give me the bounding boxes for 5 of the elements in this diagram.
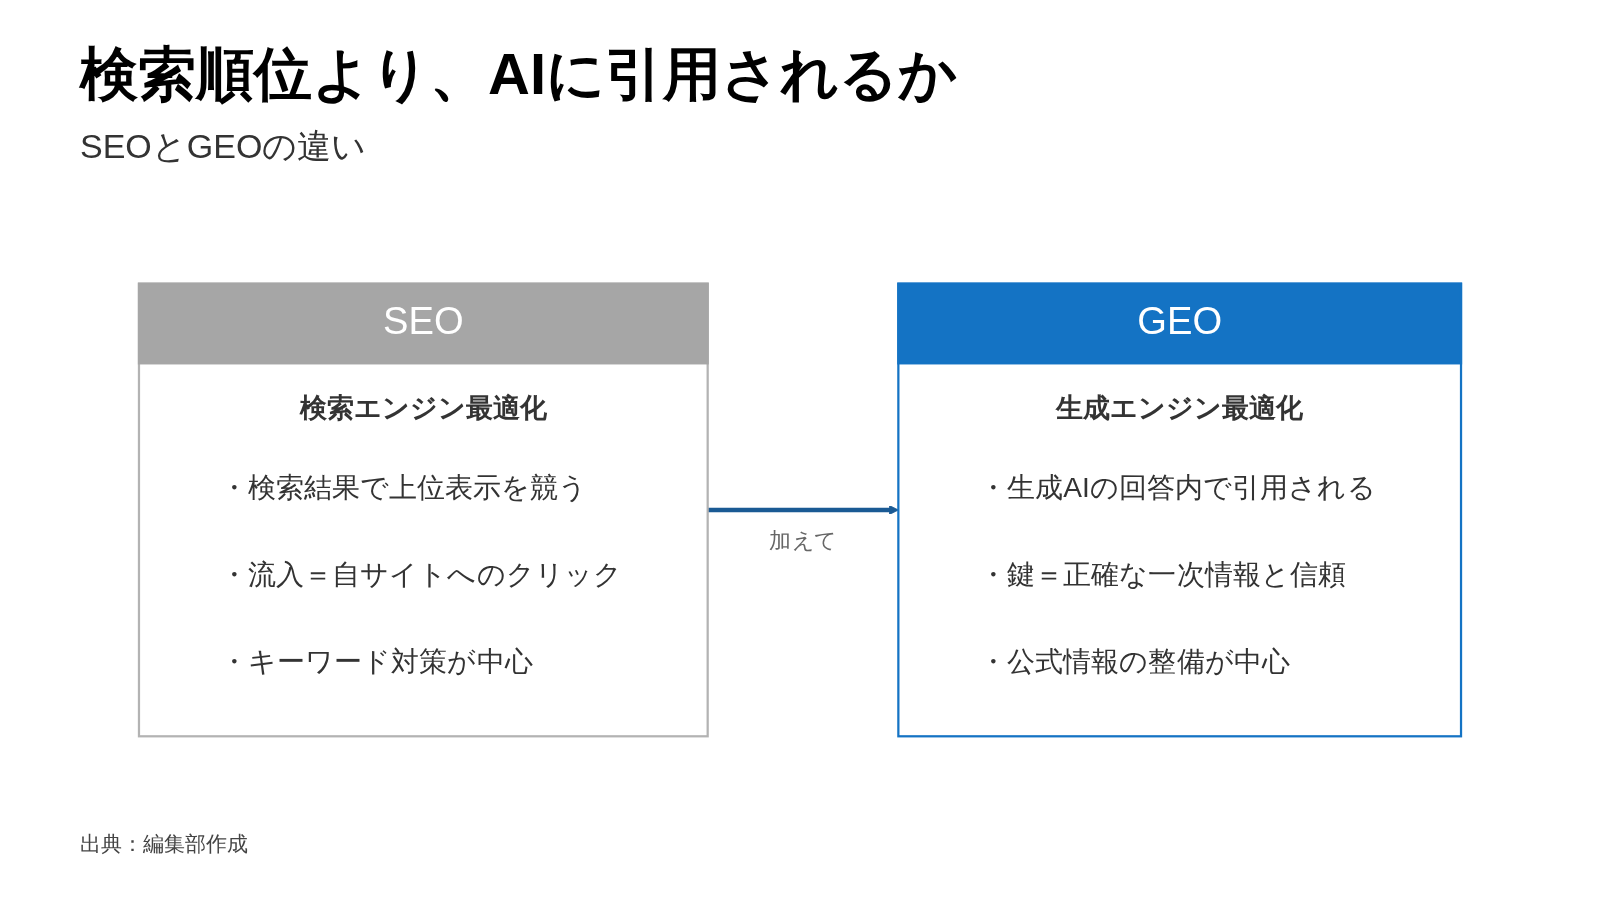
arrow [707, 505, 899, 515]
edge-label: 加えて [769, 527, 837, 553]
title: 検索順位より、AIに引用されるか [80, 40, 957, 108]
subtitle: SEOとGEOの違い [80, 126, 367, 167]
caption: 出典：編集部作成 [80, 831, 248, 857]
